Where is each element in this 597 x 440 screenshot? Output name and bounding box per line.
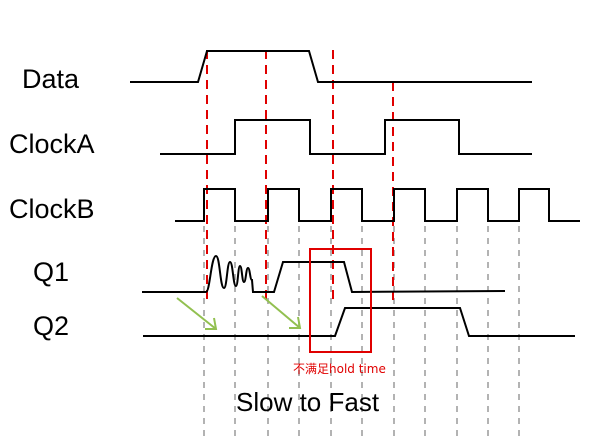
arrow-icon [261,295,302,329]
signal-label-data: Data [22,64,80,94]
clocka-waveform [160,119,532,155]
q2-waveform [143,307,575,337]
signal-label-q1: Q1 [33,257,69,287]
signal-label-clockb: ClockB [9,194,95,224]
signal-label-clocka: ClockA [9,129,95,159]
data-waveform [130,50,532,83]
gray-guide-lines [203,190,520,440]
green-arrows [176,295,302,330]
hold-violation-note: 不满足hold time [293,362,386,376]
arrow-icon [176,297,218,330]
diagram-caption: Slow to Fast [236,387,380,417]
clockb-waveform [175,188,580,222]
hold-violation-box [309,248,372,353]
q1-waveform [142,254,506,294]
signal-label-q2: Q2 [33,311,69,341]
